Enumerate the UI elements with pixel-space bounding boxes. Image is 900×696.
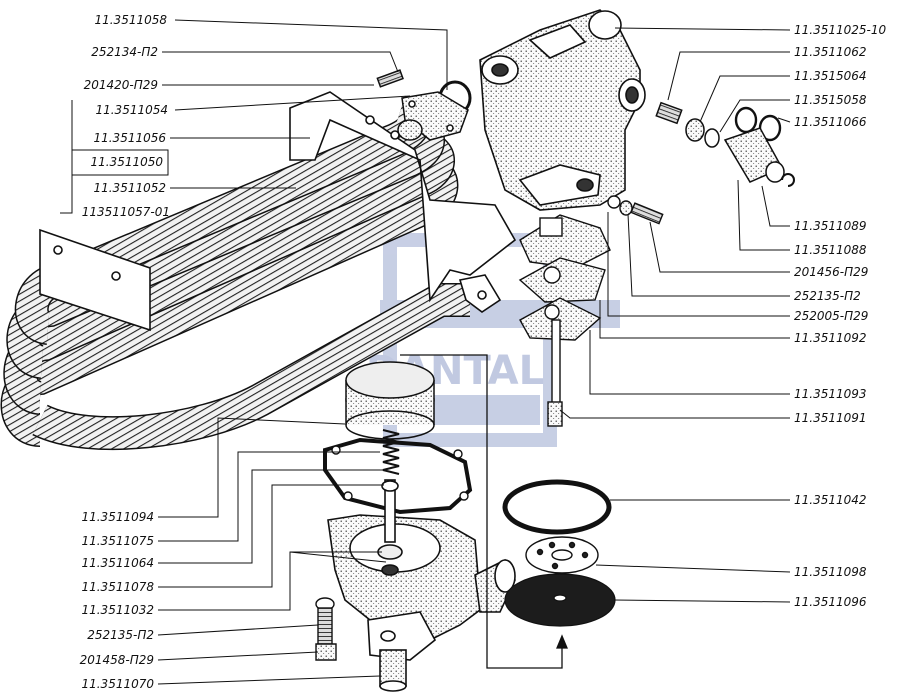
bottom-bolt [315,597,337,661]
part-label: 11.3511058 [94,13,167,27]
left-labels: 11.3511058 252134-П2 201420-П29 11.35110… [80,13,170,691]
part-label: 11.3511050 [90,155,163,169]
thermostat-cap [345,361,435,440]
diaphragm-washer [525,536,599,574]
part-label: 11.3511093 [794,387,867,401]
body-gasket [323,437,473,515]
valve-body [479,9,646,211]
part-label: 11.3511092 [794,331,867,345]
part-label: 252135-П2 [794,289,861,303]
part-label: 252134-П2 [91,45,158,59]
part-label: 11.3511066 [794,115,867,129]
part-label: 11.3511042 [794,493,867,507]
coil-mounting-brackets [39,91,517,332]
part-label: 201420-П29 [84,78,158,92]
part-label: 201458-П29 [80,653,154,667]
part-label: 113511057-01 [82,205,170,219]
left-callouts [60,19,448,685]
sealing-ring [502,479,612,535]
part-label: 11.3511054 [95,103,168,117]
part-label: 11.3511078 [81,580,154,594]
part-label: 252005-П29 [794,309,868,323]
part-label: 11.3511032 [81,603,154,617]
part-label: 11.3511062 [794,45,867,59]
part-label: 252135-П2 [87,628,154,642]
part-label: 11.3511096 [794,595,867,609]
part-label: 11.3511088 [794,243,867,257]
right-callouts [559,27,791,603]
part-label: 11.3515058 [794,93,867,107]
valve-spool-parts [655,101,795,187]
shutter-assembly [518,214,611,427]
part-label: 11.3511098 [794,565,867,579]
outlet-flange [376,69,472,141]
part-label: 11.3511075 [81,534,154,548]
rubber-diaphragm [504,573,616,627]
part-label: 11.3511089 [794,219,867,233]
part-label: 201456-П29 [794,265,868,279]
part-label: 11.3511070 [81,677,154,691]
return-spring [382,429,400,475]
side-bolt [607,195,664,225]
part-label: 11.3511025-10 [794,23,886,37]
part-label: 11.3511056 [93,131,166,145]
assembly-arrow [400,354,568,669]
part-label: 11.3511094 [81,510,154,524]
right-labels: 11.3511025-10 11.3511062 11.3515064 11.3… [794,23,886,609]
part-label: 11.3515064 [794,69,867,83]
part-label: 11.3511064 [81,556,154,570]
part-label: 11.3511052 [93,181,166,195]
part-label: 11.3511091 [794,411,867,425]
